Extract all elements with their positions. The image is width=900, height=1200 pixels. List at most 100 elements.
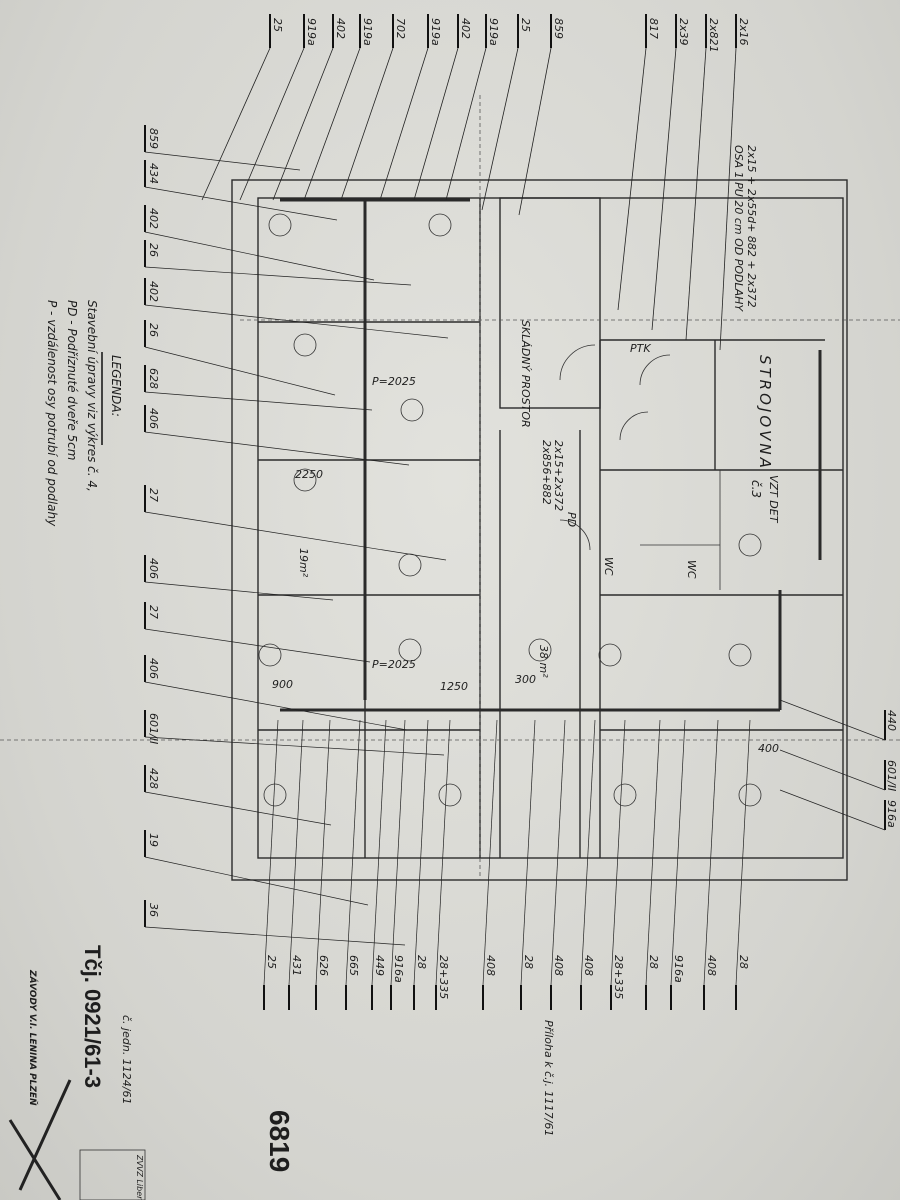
height-note: P=2025 (372, 375, 416, 388)
stamp-priloha: Příloha k č.j. 1117/61 (542, 1020, 555, 1136)
stamp-jedn: č. jedn. 1124/61 (120, 1015, 133, 1105)
room-number-circle (438, 783, 462, 807)
drawing-reference-number: Tčj. 0921/61-3 (80, 945, 105, 1088)
leader-line (435, 719, 451, 986)
right-pipe-label: 601/II (885, 760, 898, 791)
leader-line (345, 719, 361, 986)
room-label-vzt-number: č.3 (749, 480, 763, 498)
top-pipe-label: 919a (305, 18, 318, 46)
room-label-machine-room: STROJOVNA (756, 355, 774, 471)
leader-line (779, 699, 886, 741)
leader-line (144, 304, 449, 339)
bottom-pipe-label: 408 (705, 955, 718, 976)
left-pipe-label: 406 (147, 658, 160, 679)
leader-line (379, 47, 429, 201)
leader-line (144, 736, 445, 756)
room-number-circle (528, 638, 552, 662)
pipe-runs (280, 198, 822, 712)
leader-line (144, 856, 369, 906)
bottom-pipe-label: 28 (647, 955, 660, 969)
top-pipe-label: 702 (394, 18, 407, 39)
room-number-circle (728, 643, 752, 667)
leader-line (288, 719, 304, 986)
bottom-pipe-label: 28+335 (612, 955, 625, 999)
left-pipe-label: 402 (147, 208, 160, 229)
leader-line (144, 581, 334, 601)
height-note: P=2025 (372, 658, 416, 671)
top-pipe-label: 2x39 (677, 18, 690, 46)
bottom-pipe-label: 916a (672, 955, 685, 983)
left-pipe-label: 27 (147, 605, 160, 619)
leader-line (719, 47, 737, 351)
left-pipe-label: 628 (147, 368, 160, 389)
right-pipe-label: 916a (885, 800, 898, 828)
pipe-spec-note: 2x15+2x372 (552, 440, 565, 511)
room-number-circle (598, 643, 622, 667)
bottom-pipe-label: 665 (347, 955, 360, 976)
leader-line (735, 719, 751, 986)
room-number-circle (268, 213, 292, 237)
leader-line (144, 681, 408, 731)
bottom-pipe-label: 25 (265, 955, 278, 969)
bottom-pipe-label: 28 (415, 955, 428, 969)
legend-line: P - vzdálenost osy potrubí od podlahy (45, 300, 59, 527)
leader-line (413, 47, 459, 201)
top-pipe-label: 2x821 (707, 18, 720, 53)
room-number-circle (613, 783, 637, 807)
leader-line (144, 266, 412, 286)
leader-line (518, 47, 552, 216)
left-pipe-label: 26 (147, 323, 160, 337)
pipe-spec-note: OSA 1 PU 20 cm OD PODLAHY (732, 145, 745, 312)
leader-lines (144, 14, 886, 1010)
left-pipe-label: 428 (147, 768, 160, 789)
top-pipe-label: 919a (429, 18, 442, 46)
legend-title: LEGENDA: (109, 355, 123, 417)
dimension: 300 (515, 673, 536, 686)
leader-line (617, 47, 647, 311)
leader-line (610, 719, 626, 986)
leader-line (685, 47, 707, 341)
top-pipe-label: 25 (271, 18, 284, 32)
leader-line (670, 719, 686, 986)
room-number-circle (738, 533, 762, 557)
room-number-circle (738, 783, 762, 807)
left-pipe-label: 406 (147, 558, 160, 579)
room-label-ptk: PTK (630, 342, 651, 355)
leader-line (520, 719, 536, 986)
leader-line (144, 346, 336, 396)
leader-line (703, 719, 719, 986)
annotations: LEGENDA: Stavební úpravy viz výkres č. 4,… (8, 145, 780, 1200)
room-label-wc: WC (685, 560, 698, 579)
top-pipe-label: 402 (459, 18, 472, 39)
leader-line (651, 47, 677, 331)
room-number-circle (398, 638, 422, 662)
room-number-circle (263, 783, 287, 807)
pipe-spec-note: 2x856+882 (540, 440, 553, 505)
room-number-circle (258, 643, 282, 667)
leader-line (272, 47, 334, 201)
room-label-vzt: VZT DET (767, 475, 780, 524)
leader-line (580, 719, 596, 986)
top-pipe-label: 919a (361, 18, 374, 46)
leader-line (779, 749, 886, 791)
left-pipe-label: 402 (147, 281, 160, 302)
pipe-spec-note: 2x15 + 2x55d+ 882 + 2x372 (745, 145, 758, 308)
top-pipe-label: 402 (334, 18, 347, 39)
leader-line (239, 47, 305, 201)
leader-line (144, 431, 410, 466)
leader-line (303, 47, 361, 201)
title-block (79, 1149, 146, 1200)
top-pipe-label: 817 (647, 18, 660, 39)
leader-line (481, 47, 519, 211)
leader-line (144, 926, 406, 946)
room-number-circle (428, 213, 452, 237)
legend-line: PD - Podříznuté dveře 5cm (65, 300, 79, 460)
leader-line (144, 791, 332, 826)
left-pipe-label: 406 (147, 408, 160, 429)
stamp-number: 6819 (264, 1110, 295, 1172)
legend-line: Stavební úpravy viz výkres č. 4, (85, 300, 99, 492)
leader-line (144, 231, 375, 281)
bottom-pipe-label: 28+335 (437, 955, 450, 999)
top-pipe-label: 2x16 (737, 18, 750, 46)
